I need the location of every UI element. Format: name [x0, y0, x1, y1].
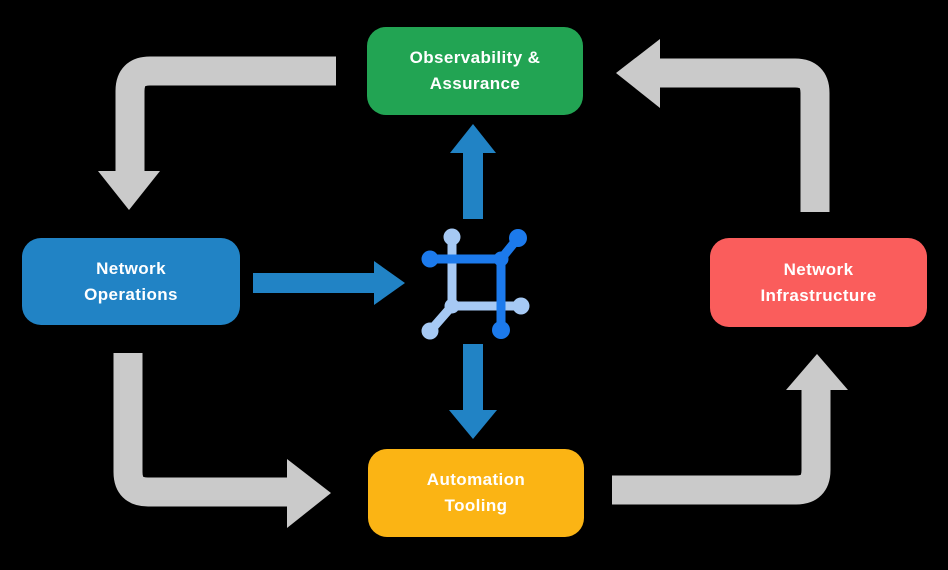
- node-network-operations: Network Operations: [22, 238, 240, 325]
- node-automation-tooling: Automation Tooling: [368, 449, 584, 537]
- arrow-observability-to-operations: [98, 56, 336, 210]
- arrow-head-left-icon: [616, 39, 660, 108]
- icon-node-dot: [421, 250, 439, 268]
- icon-node-dot: [512, 297, 530, 315]
- icon-node-dot: [443, 228, 461, 246]
- node-operations-label: Network Operations: [84, 258, 178, 304]
- arrow-operations-to-center: [253, 261, 405, 305]
- icon-junction-dot: [493, 251, 509, 267]
- arrow-infrastructure-to-observability: [616, 39, 830, 212]
- arrow-head-down-icon: [98, 171, 160, 210]
- arrow-center-to-observability: [450, 124, 496, 219]
- node-network-infrastructure: Network Infrastructure: [710, 238, 927, 327]
- icon-node-dot: [492, 321, 510, 339]
- arrow-head-up-icon: [786, 354, 848, 390]
- arrow-shaft: [115, 56, 336, 172]
- node-observability-assurance: Observability & Assurance: [367, 27, 583, 115]
- node-infrastructure-label: Network Infrastructure: [760, 259, 877, 305]
- node-observability-label: Observability & Assurance: [409, 48, 541, 93]
- network-mesh-icon: [421, 228, 530, 340]
- icon-node-dot: [509, 229, 527, 247]
- arrow-operations-to-automation: [113, 353, 331, 528]
- arrow-head-right-icon: [287, 459, 331, 528]
- arrow-shaft: [113, 353, 288, 507]
- icon-node-dot: [421, 322, 439, 340]
- arrow-shaft: [612, 389, 831, 505]
- arrow-shaft: [659, 58, 830, 212]
- icon-junction-dot: [444, 298, 460, 314]
- network-mesh-icon-dark-part: [421, 229, 527, 339]
- node-automation-label: Automation Tooling: [426, 470, 526, 515]
- arrow-head-right-icon: [374, 261, 405, 305]
- arrow-automation-to-infrastructure: [612, 354, 848, 505]
- arrow-center-to-automation: [449, 344, 497, 439]
- arrow-head-down-icon: [449, 410, 497, 439]
- arrow-head-up-icon: [450, 124, 496, 153]
